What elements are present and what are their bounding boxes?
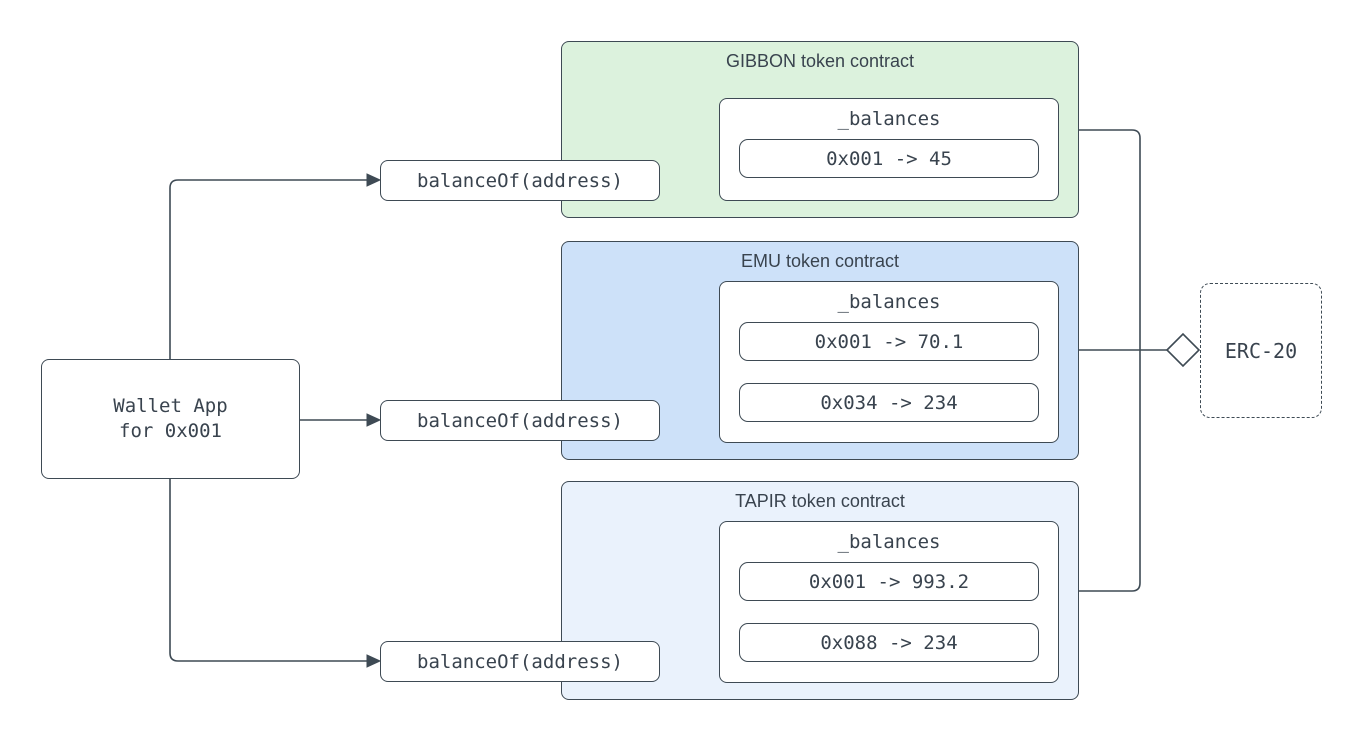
wallet-app-node: Wallet App for 0x001	[41, 359, 300, 479]
contract-title: GIBBON token contract	[725, 51, 915, 71]
erc20-interface-node: ERC-20	[1200, 283, 1322, 418]
arrow-wallet-to-balanceof-gibbon	[169, 173, 382, 359]
arrowhead-icon	[366, 654, 382, 668]
balance-entry: 0x088 -> 234	[739, 623, 1039, 662]
arrow-wallet-to-balanceof-emu	[300, 413, 382, 427]
balances-map: _balances 0x001 -> 45	[719, 98, 1059, 201]
balance-entry: 0x034 -> 234	[739, 383, 1039, 422]
balances-map-label: _balances	[837, 108, 941, 130]
balances-map: _balances 0x001 -> 993.2 0x088 -> 234	[719, 521, 1059, 683]
contract-title: EMU token contract	[740, 251, 900, 271]
balance-entry: 0x001 -> 993.2	[739, 562, 1039, 601]
balance-entry: 0x001 -> 70.1	[739, 322, 1039, 361]
balance-entry: 0x001 -> 45	[739, 139, 1039, 178]
arrowhead-icon	[366, 413, 382, 427]
connector-tapir-to-erc20	[1079, 350, 1141, 592]
balances-map: _balances 0x001 -> 70.1 0x034 -> 234	[719, 281, 1059, 443]
balanceof-call-tapir: balanceOf(address)	[380, 641, 660, 682]
balanceof-call-gibbon: balanceOf(address)	[380, 160, 660, 201]
arrowhead-icon	[366, 173, 382, 187]
balances-map-label: _balances	[837, 531, 941, 553]
arrow-wallet-to-balanceof-tapir	[169, 479, 382, 668]
connector-gibbon-to-erc20	[1079, 129, 1141, 350]
aggregation-diamond-icon	[1165, 332, 1201, 368]
balanceof-call-emu: balanceOf(address)	[380, 400, 660, 441]
contract-gibbon: GIBBON token contract _balances 0x001 ->…	[561, 41, 1079, 218]
balances-map-label: _balances	[837, 291, 941, 313]
contract-title: TAPIR token contract	[735, 491, 905, 511]
